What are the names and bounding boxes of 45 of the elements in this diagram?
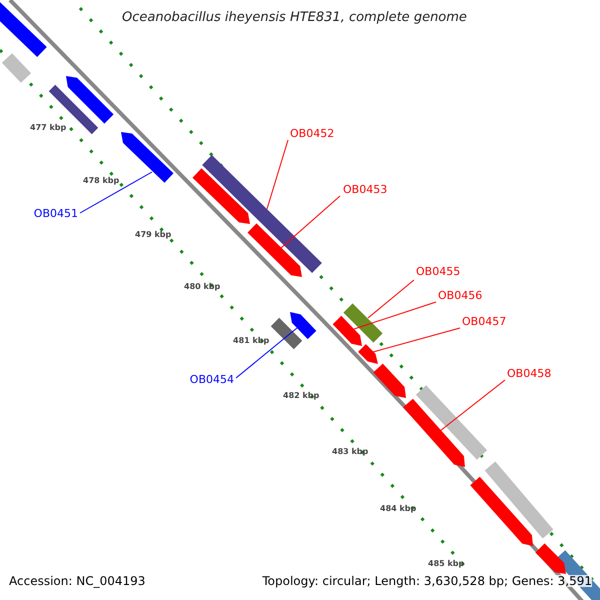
tick-label: 485 kbp <box>428 560 464 568</box>
title: Oceanobacillus iheyensis HTE831, complete genome <box>122 11 467 24</box>
gene-label: OB0451 <box>34 208 78 219</box>
gene-feature <box>2 53 32 83</box>
tick-label: 479 kbp <box>135 231 172 239</box>
leader-line <box>354 302 436 330</box>
gene-feature <box>48 84 98 134</box>
gene-label: OB0458 <box>507 368 552 379</box>
gene-label: OB0453 <box>343 184 388 195</box>
gene-feature <box>66 76 114 124</box>
gene-feature <box>332 316 362 346</box>
gene-label: OB0454 <box>190 374 234 385</box>
gene-feature <box>248 223 302 277</box>
gene-feature <box>470 476 533 546</box>
gene-feature <box>403 398 465 467</box>
tick-label: 482 kbp <box>283 392 320 400</box>
tick-label: 483 kbp <box>332 448 368 456</box>
gene-feature <box>270 318 302 350</box>
gene-feature <box>343 303 383 343</box>
gene-feature <box>121 132 174 183</box>
leader-line <box>236 328 298 378</box>
gene-feature <box>416 385 488 460</box>
tick-label: 481 kbp <box>233 337 270 345</box>
accession-text: Accession: NC_004193 <box>9 575 146 587</box>
gene-label: OB0452 <box>290 128 334 139</box>
tick-label: 478 kbp <box>83 177 120 185</box>
gene-feature <box>484 462 554 538</box>
gene-feature <box>373 364 406 398</box>
leader-line <box>440 380 506 432</box>
tick-label: 480 kbp <box>184 283 220 291</box>
gene-label: OB0457 <box>462 316 506 327</box>
leader-line <box>280 196 340 248</box>
gene-label: OB0456 <box>438 290 482 301</box>
leader-line <box>80 172 152 214</box>
genome-info-text: Topology: circular; Length: 3,630,528 bp; Genes: 3,591 <box>262 575 592 587</box>
gene-feature <box>290 312 316 340</box>
leader-line <box>372 328 460 352</box>
leader-line <box>266 140 288 210</box>
leader-line <box>368 280 414 318</box>
gene-feature <box>202 155 322 273</box>
tick-label: 484 kbp <box>380 505 416 513</box>
gene-feature <box>192 168 250 224</box>
tick-label: 477 kbp <box>30 124 66 132</box>
gene-feature <box>0 0 47 57</box>
gene-label: OB0455 <box>416 266 460 277</box>
